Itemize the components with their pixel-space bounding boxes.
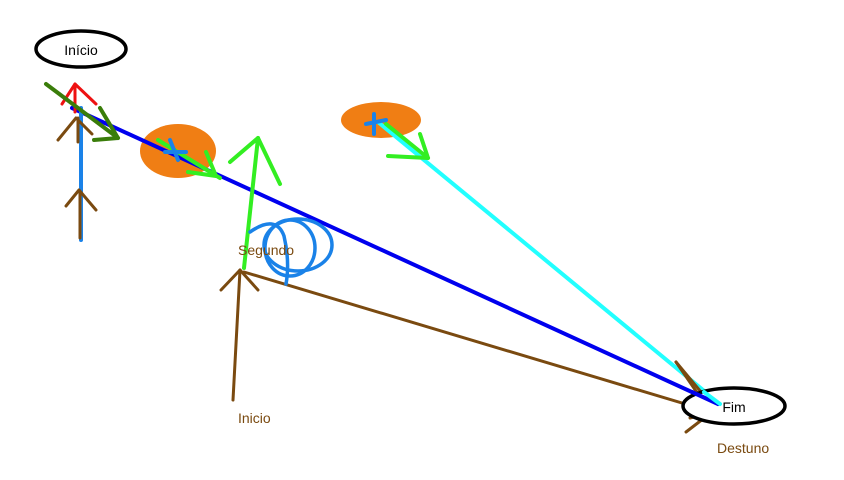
start-node-top: Início	[34, 29, 128, 69]
green-up-arrow	[228, 136, 282, 270]
start-node-top-label: Início	[64, 42, 98, 58]
brown-up-arrows	[56, 116, 98, 240]
destination-label: Destuno	[717, 440, 769, 456]
loop-scribble	[248, 217, 334, 286]
cross-icon	[163, 138, 188, 162]
end-node-label: Fim	[722, 399, 745, 415]
dark-green-arrow	[44, 82, 120, 142]
green-arrow-obstacle-left	[156, 138, 222, 180]
second-label: Segundo	[238, 242, 294, 258]
direct-path-line	[70, 106, 720, 406]
cross-icon	[364, 112, 388, 136]
cyan-path-line	[376, 120, 722, 406]
brown-path	[219, 268, 714, 434]
green-arrow-obstacle-right	[384, 122, 430, 160]
start-bottom-label: Inicio	[238, 410, 271, 426]
